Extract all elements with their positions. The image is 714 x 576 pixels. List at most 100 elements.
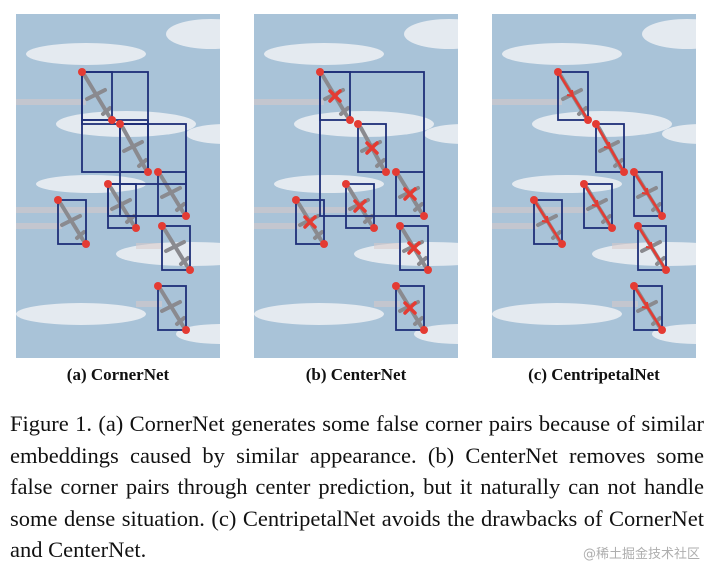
watermark: @稀土掘金技术社区 xyxy=(582,547,700,562)
centripetal-arrow xyxy=(591,199,600,208)
bounding-box xyxy=(583,183,613,229)
smoke-trail xyxy=(492,99,562,105)
corner-point xyxy=(558,240,566,248)
center-cross xyxy=(303,215,317,229)
aircraft xyxy=(83,74,112,118)
bounding-box xyxy=(357,123,387,173)
cloud-shape xyxy=(492,303,622,325)
cloud-shape xyxy=(264,43,384,65)
cloud-shape xyxy=(274,175,384,193)
centripetal-arrow xyxy=(645,241,654,250)
corner-point xyxy=(182,326,190,334)
bounding-box xyxy=(161,225,191,271)
corner-point xyxy=(370,224,378,232)
bounding-box xyxy=(633,285,663,331)
smoke-trail xyxy=(136,301,162,307)
corner-point xyxy=(182,212,190,220)
corner-point xyxy=(662,266,670,274)
corner-point xyxy=(158,222,166,230)
bounding-box xyxy=(399,225,429,271)
cloud-shape xyxy=(662,124,696,144)
aircraft xyxy=(109,186,136,226)
corner-point xyxy=(342,180,350,188)
smoke-trail xyxy=(254,223,300,229)
cloud-shape xyxy=(424,124,458,144)
corner-point xyxy=(420,326,428,334)
subfigure-b-image xyxy=(254,14,458,358)
corner-point xyxy=(108,116,116,124)
center-cross xyxy=(407,241,421,255)
cloud-shape xyxy=(166,19,220,49)
corner-point xyxy=(420,212,428,220)
bounding-box xyxy=(345,183,375,229)
smoke-trail xyxy=(612,301,638,307)
aircraft xyxy=(59,202,86,242)
centripetal-arrow xyxy=(603,141,612,150)
corner-point xyxy=(392,168,400,176)
corner-point xyxy=(78,68,86,76)
cloud-shape xyxy=(186,124,220,144)
centripetalnet-illustration xyxy=(492,14,696,358)
center-cross xyxy=(403,301,417,315)
cloud-shape xyxy=(512,175,622,193)
bounding-box xyxy=(395,285,425,331)
corner-point xyxy=(54,196,62,204)
corner-point xyxy=(154,168,162,176)
subfigure-c-label: (c) CentripetalNet xyxy=(528,365,660,384)
corner-point xyxy=(144,168,152,176)
aircraft xyxy=(163,228,190,268)
corner-point xyxy=(554,68,562,76)
center-cross xyxy=(403,187,417,201)
corner-point xyxy=(82,240,90,248)
center-cross xyxy=(328,89,342,103)
centripetal-arrow xyxy=(566,89,575,98)
cloud-shape xyxy=(502,43,622,65)
cloud-shape xyxy=(16,303,146,325)
smoke-trail xyxy=(374,301,400,307)
aircraft xyxy=(121,126,148,170)
corner-point xyxy=(320,240,328,248)
corner-point xyxy=(608,224,616,232)
corner-point xyxy=(116,120,124,128)
corner-point xyxy=(292,196,300,204)
cornernet-illustration xyxy=(16,14,220,358)
cloud-shape xyxy=(254,303,384,325)
corner-point xyxy=(132,224,140,232)
bounding-box xyxy=(533,199,563,245)
bounding-box xyxy=(595,123,625,173)
smoke-trail xyxy=(374,243,400,249)
cloud-shape xyxy=(26,43,146,65)
smoke-trail xyxy=(492,223,538,229)
smoke-trail xyxy=(254,99,324,105)
bounding-box xyxy=(637,225,667,271)
corner-point xyxy=(346,116,354,124)
corner-point xyxy=(104,180,112,188)
corner-point xyxy=(392,282,400,290)
corner-point xyxy=(658,326,666,334)
cloud-shape xyxy=(36,175,146,193)
corner-point xyxy=(530,196,538,204)
figure-caption: Figure 1. (a) CornerNet generates some f… xyxy=(10,411,704,562)
cloud-shape xyxy=(642,19,696,49)
corner-point xyxy=(620,168,628,176)
smoke-trail xyxy=(16,99,86,105)
corner-point xyxy=(424,266,432,274)
bounding-box xyxy=(633,171,663,217)
corner-point xyxy=(396,222,404,230)
center-cross xyxy=(353,199,367,213)
center-cross xyxy=(365,141,379,155)
corner-point xyxy=(592,120,600,128)
corner-point xyxy=(316,68,324,76)
bounding-box xyxy=(295,199,325,245)
corner-point xyxy=(154,282,162,290)
corner-point xyxy=(186,266,194,274)
smoke-trail xyxy=(16,223,62,229)
centernet-illustration xyxy=(254,14,458,358)
subfigure-a-label: (a) CornerNet xyxy=(66,365,170,384)
corner-point xyxy=(630,168,638,176)
bounding-box xyxy=(557,71,589,121)
centripetal-arrow xyxy=(641,301,650,310)
corner-point xyxy=(354,120,362,128)
smoke-trail xyxy=(612,243,638,249)
aircraft xyxy=(159,288,186,328)
